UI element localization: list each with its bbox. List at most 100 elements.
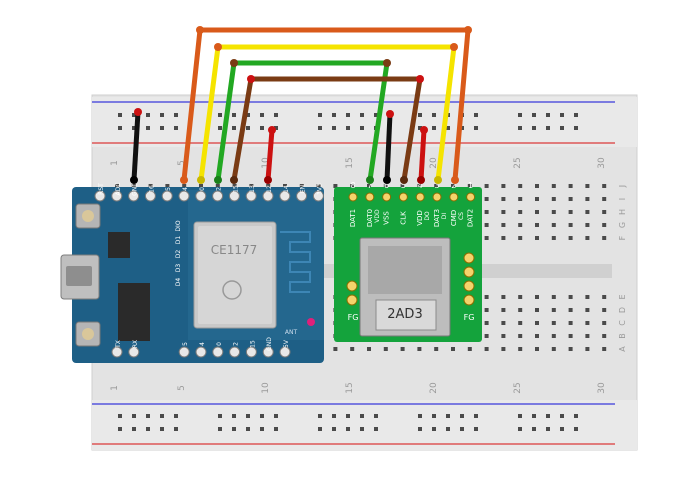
bb-hole	[484, 308, 489, 312]
esp-bottom-pin	[128, 346, 140, 358]
bb-hole	[467, 184, 472, 188]
bb-hole	[131, 184, 136, 188]
rail-hole	[546, 414, 550, 418]
sd-pin-hole	[432, 192, 442, 202]
rail-hole	[346, 113, 350, 117]
rail-hole	[360, 113, 364, 117]
rail-hole	[218, 126, 222, 130]
bb-hole	[434, 347, 439, 351]
esp-top-pin-label: 14	[283, 185, 290, 193]
esp-bottom-pin-label: GND	[266, 337, 273, 351]
bb-hole	[501, 184, 506, 188]
wire-brown[interactable]	[231, 76, 423, 181]
column-number-top: 15	[345, 157, 355, 168]
wire-orange[interactable]	[181, 27, 471, 181]
rail-hole	[532, 113, 536, 117]
bb-hole	[585, 223, 590, 227]
rail-hole	[318, 414, 322, 418]
wire-endpoints	[130, 26, 472, 184]
rail-hole	[574, 414, 578, 418]
bb-hole	[535, 347, 539, 351]
rail-hole	[418, 113, 422, 117]
bb-hole	[417, 184, 422, 188]
rail-hole	[574, 113, 578, 117]
wire-yellow[interactable]	[198, 44, 457, 181]
rail-hole	[374, 427, 378, 431]
bb-hole	[501, 347, 506, 351]
bb-hole	[602, 236, 607, 240]
wire-green[interactable]	[215, 60, 390, 181]
esp-top-pin	[94, 190, 106, 202]
bb-hole	[551, 223, 556, 227]
sd-pin-number: 1	[468, 181, 473, 190]
rail-hole	[432, 427, 436, 431]
bb-hole	[165, 184, 170, 188]
bb-hole	[568, 197, 573, 201]
rail-hole	[474, 113, 478, 117]
bb-hole	[518, 184, 523, 188]
rail-hole	[318, 126, 322, 130]
column-number-bottom: 15	[345, 382, 355, 393]
wire-black-left[interactable]	[131, 111, 141, 181]
bb-hole	[568, 347, 573, 351]
wire-end	[134, 108, 142, 116]
bb-hole	[518, 295, 523, 299]
esp-top-pin-label: 13	[249, 185, 256, 193]
bb-hole	[367, 184, 371, 188]
rail-hole	[374, 414, 378, 418]
bb-hole	[602, 210, 607, 214]
esp-bottom-pin	[262, 346, 274, 358]
bb-hole	[518, 236, 523, 240]
bb-hole	[299, 184, 304, 188]
sd-pin-label: VSS	[383, 211, 391, 225]
wire-end	[450, 43, 458, 51]
wire-red-left[interactable]	[265, 129, 275, 181]
esp-top-pin-label: 2	[216, 187, 223, 191]
bb-hole	[484, 197, 489, 201]
column-number-top: 5	[177, 160, 187, 166]
esp-side-label: D3	[175, 264, 182, 273]
esp-top-pin-label: 16	[148, 185, 155, 193]
bb-hole	[551, 236, 556, 240]
bb-hole	[518, 223, 523, 227]
bb-hole	[383, 184, 388, 188]
bb-hole	[518, 210, 523, 214]
column-number-bottom: 1	[110, 385, 120, 391]
sd-pin-hole	[365, 192, 375, 202]
rail-hole	[232, 427, 236, 431]
row-letter: F	[618, 235, 627, 240]
bb-hole	[602, 184, 607, 188]
bb-hole	[551, 334, 556, 338]
wire-black-right[interactable]	[384, 113, 393, 181]
esp-side-label: DIO	[175, 220, 182, 231]
sd-pin-number: 8	[350, 181, 355, 190]
esp-side-label: D4	[175, 278, 182, 287]
esp-bottom-pin	[111, 346, 123, 358]
column-number-bottom: 10	[261, 382, 271, 394]
rail-hole	[146, 113, 150, 117]
rail-hole	[446, 126, 450, 130]
sd-pin-label: DAT2	[467, 209, 475, 227]
rail-hole	[260, 113, 264, 117]
esp-side-label: D2	[175, 250, 182, 259]
esp-top-pin-label: EN	[300, 185, 307, 193]
esp-top-pin	[195, 190, 207, 202]
fg-label-left: FG	[348, 313, 359, 322]
wire-red-right[interactable]	[418, 129, 427, 181]
sd-header-hole	[463, 294, 475, 306]
rail-hole	[418, 427, 422, 431]
bb-hole	[249, 184, 254, 188]
bb-hole	[602, 223, 607, 227]
bb-hole	[316, 184, 321, 188]
wire-end	[130, 176, 138, 184]
rail-hole	[132, 427, 136, 431]
esp-top-pin-label: ADC	[115, 183, 122, 196]
rail-hole	[360, 126, 364, 130]
rail-hole	[432, 126, 436, 130]
rail-hole	[446, 427, 450, 431]
rail-hole	[518, 113, 522, 117]
bb-hole	[551, 321, 556, 325]
rail-hole	[274, 113, 278, 117]
